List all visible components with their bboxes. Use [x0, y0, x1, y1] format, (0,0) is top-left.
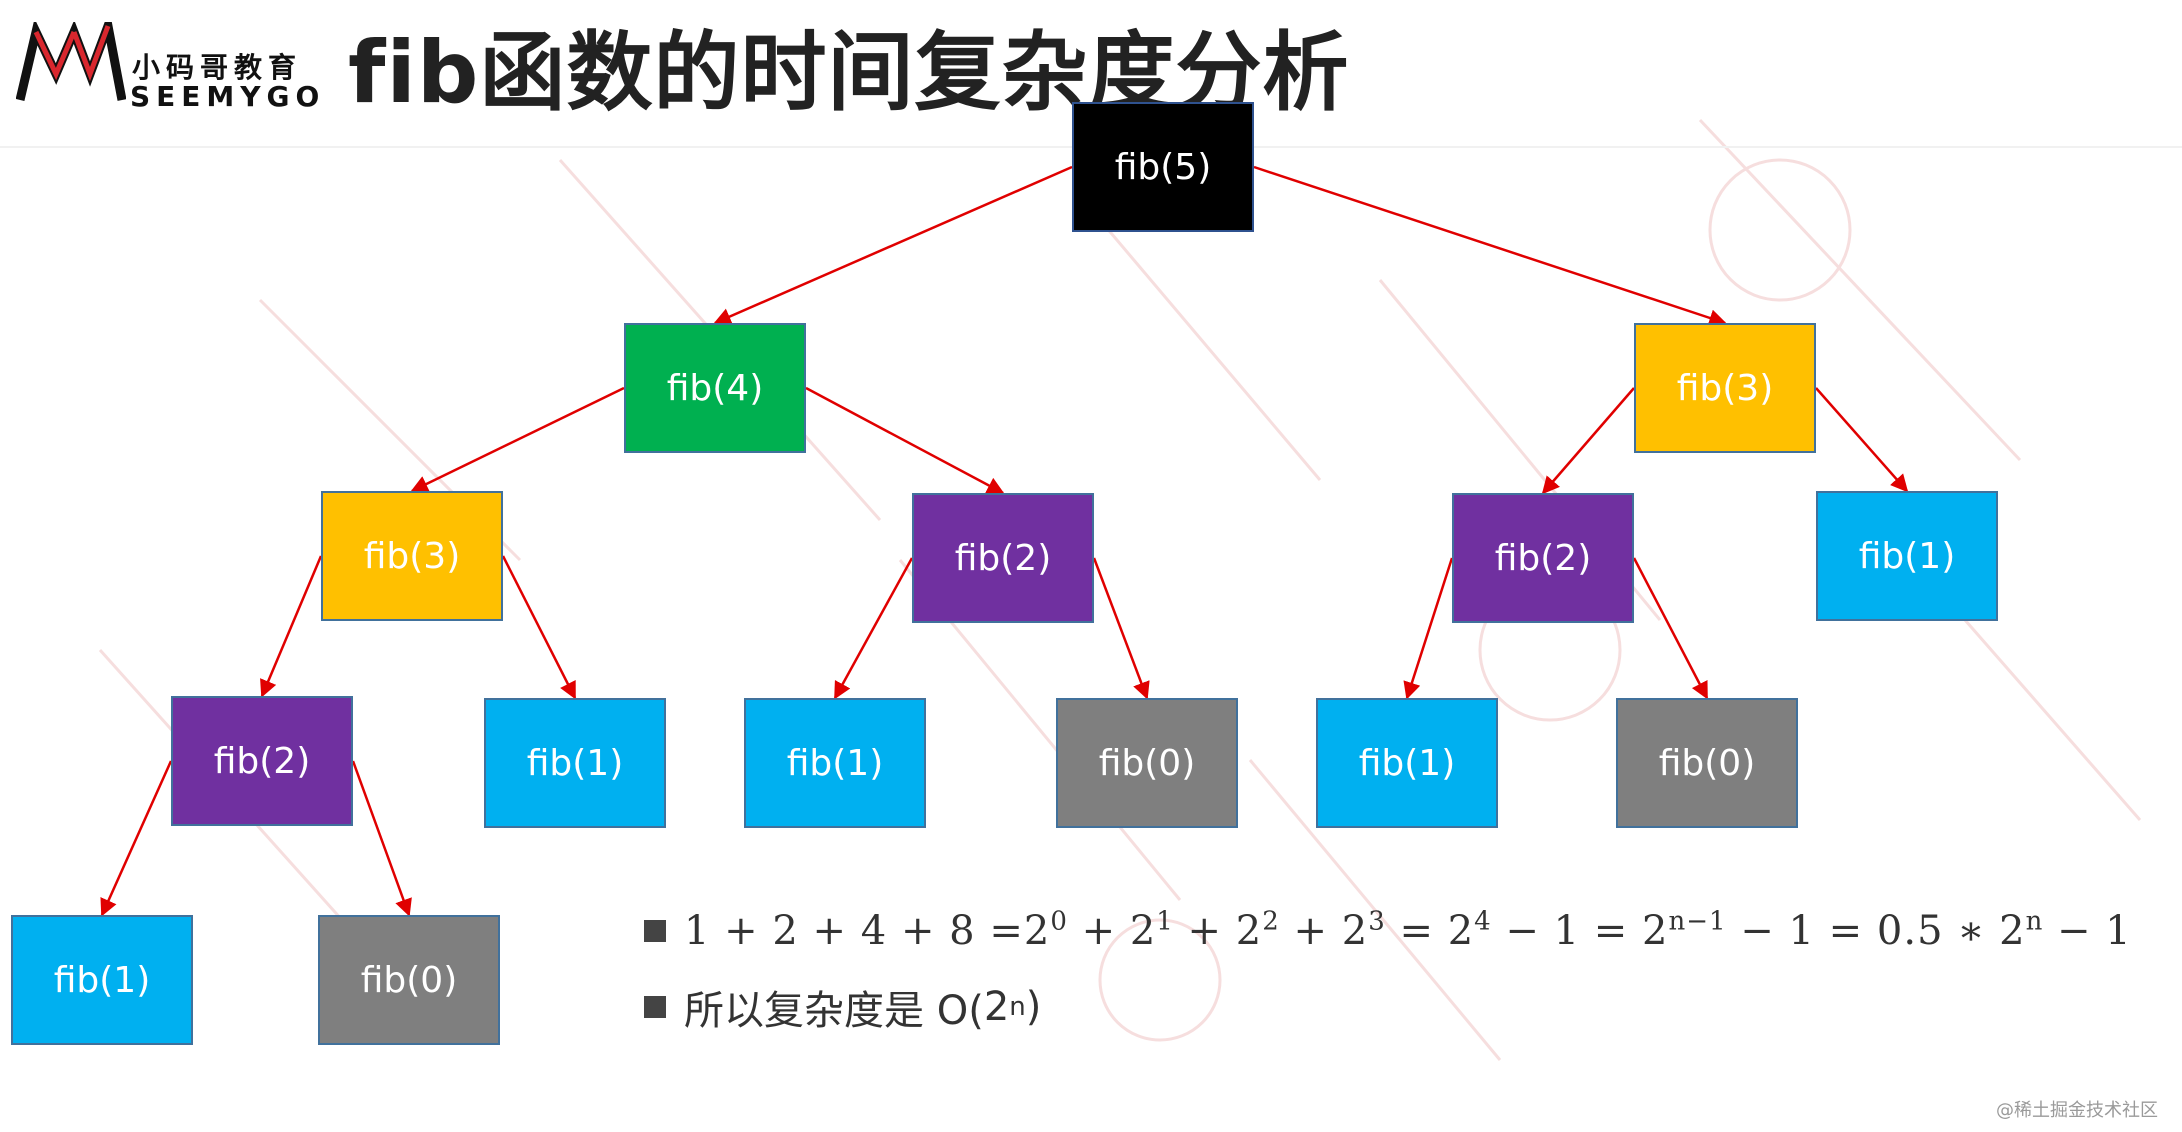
logo-english-text: SEEMYGO: [130, 80, 326, 113]
node-fib-1-bottom: fib(1): [11, 915, 193, 1045]
edge-n2r-n0r: [1632, 557, 1709, 700]
formula-minus-one-a: − 1 =: [1491, 908, 1643, 954]
edge-n4-n2m: [805, 386, 1005, 495]
logo-chinese-text: 小码哥教育: [132, 51, 303, 84]
seemygo-logo-icon: [16, 22, 126, 102]
formula-power-n: 2n: [1999, 906, 2044, 954]
bullet-square-icon: [644, 996, 666, 1018]
node-fib-5: fib(5): [1072, 102, 1254, 232]
node-fib-2-right: fib(2): [1452, 493, 1634, 623]
edge-n2ll-n1b: [100, 760, 173, 917]
formula-power-4: 24: [1447, 906, 1492, 954]
formula-term-3: 23: [1341, 906, 1386, 954]
node-fib-0-middle: fib(0): [1056, 698, 1238, 828]
node-fib-0-bottom: fib(0): [318, 915, 500, 1045]
edge-n3l-n1l: [501, 555, 577, 700]
node-fib-1-right: fib(1): [1316, 698, 1498, 828]
sum-formula-line: 1 + 2 + 4 + 8 = 20 + 21 + 22 + 23 = 24 −…: [644, 908, 2132, 954]
formula-minus-one-c: − 1: [2043, 908, 2132, 954]
node-fib-3-left: fib(3): [321, 491, 503, 621]
formula-eq: =: [1385, 908, 1448, 954]
edge-n2r-n1r: [1403, 557, 1454, 700]
bullet-square-icon: [644, 920, 666, 942]
edge-n5-n3r: [1253, 165, 1727, 327]
formula-prefix: 1 + 2 + 4 + 8 =: [684, 908, 1024, 954]
edge-n3r-n1rr: [1815, 387, 1909, 493]
edge-n2m-n0m: [1092, 557, 1150, 700]
formula-term-2: 22: [1235, 906, 1280, 954]
node-fib-1-left: fib(1): [484, 698, 666, 828]
edge-n5-n4: [713, 165, 1073, 325]
node-fib-2-left: fib(2): [171, 696, 353, 826]
edge-n3l-n2ll: [260, 555, 323, 698]
conclusion-prefix: 所以复杂度是 O(: [684, 988, 984, 1034]
edge-n3r-n2r: [1541, 387, 1635, 495]
node-fib-1-middle: fib(1): [744, 698, 926, 828]
node-fib-3-right: fib(3): [1634, 323, 1816, 453]
edge-n2m-n1m: [833, 557, 914, 700]
formula-term-0: 20: [1023, 906, 1068, 954]
conclusion-suffix: ): [1025, 984, 1042, 1030]
node-fib-0-right: fib(0): [1616, 698, 1798, 828]
edge-n4-n3l: [410, 386, 625, 493]
formula-minus-one-b: − 1 = 0.5 ∗: [1726, 908, 2000, 954]
formula-term-1: 21: [1129, 906, 1174, 954]
edge-n2ll-n0b: [351, 760, 412, 917]
node-fib-2-middle: fib(2): [912, 493, 1094, 623]
node-fib-1-far-right: fib(1): [1816, 491, 1998, 621]
footer-credit: @稀土掘金技术社区: [1996, 1100, 2158, 1121]
formula-power-n-minus-1: 2n−1: [1642, 906, 1727, 954]
conclusion-base: 2: [983, 984, 1010, 1030]
node-fib-4: fib(4): [624, 323, 806, 453]
